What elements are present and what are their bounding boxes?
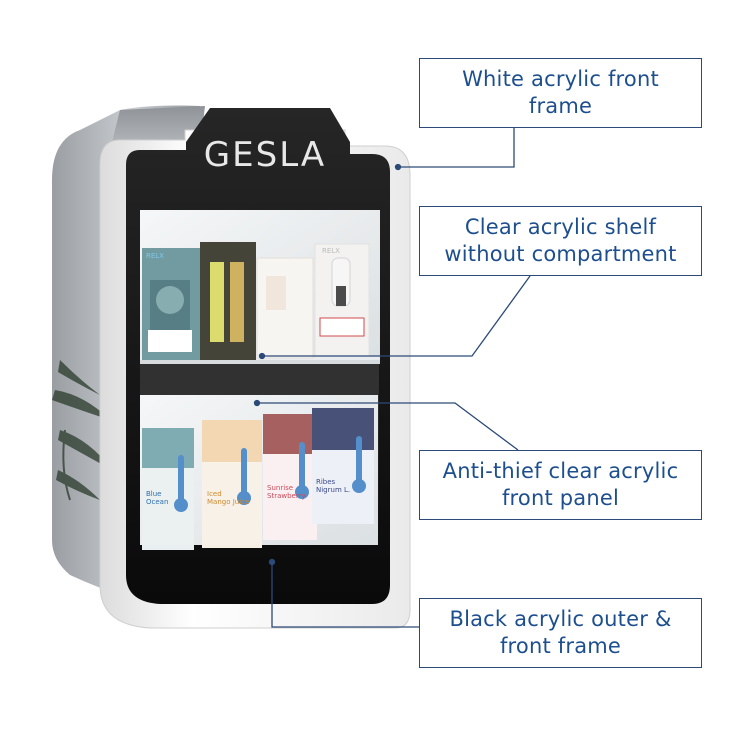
callout-shelf-text: Clear acrylic shelf without compartment <box>444 215 677 266</box>
product-name-mango: Iced Mango Juice <box>207 490 250 506</box>
callout-front-frame-text: White acrylic front frame <box>462 67 659 118</box>
upper-products <box>142 242 370 360</box>
product-brand-relx-b: RELX <box>322 247 340 255</box>
product-brand-relx-a: RELX <box>146 252 164 260</box>
clear-shelf <box>140 356 380 364</box>
callout-front-panel-text: Anti-thief clear acrylic front panel <box>442 459 679 510</box>
callout-outer-frame: Black acrylic outer & front frame <box>419 598 702 668</box>
brand-logo: GESLA <box>203 135 327 175</box>
callout-shelf: Clear acrylic shelf without compartment <box>419 206 702 276</box>
lower-products <box>142 408 374 550</box>
product-name-ribes: Ribes Nigrum L. <box>316 478 351 494</box>
callout-front-panel: Anti-thief clear acrylic front panel <box>419 450 702 520</box>
leader-lines <box>253 128 531 628</box>
product-name-blue-ocean: Blue Ocean <box>146 490 169 506</box>
plant-silhouette <box>52 360 112 501</box>
product-name-strawberry: Sunrise Strawberry <box>267 484 306 500</box>
callout-outer-frame-text: Black acrylic outer & front frame <box>449 607 672 658</box>
callout-front-frame: White acrylic front frame <box>419 58 702 128</box>
shelf-divider <box>140 364 380 394</box>
acrylic-front-panel <box>140 210 380 545</box>
